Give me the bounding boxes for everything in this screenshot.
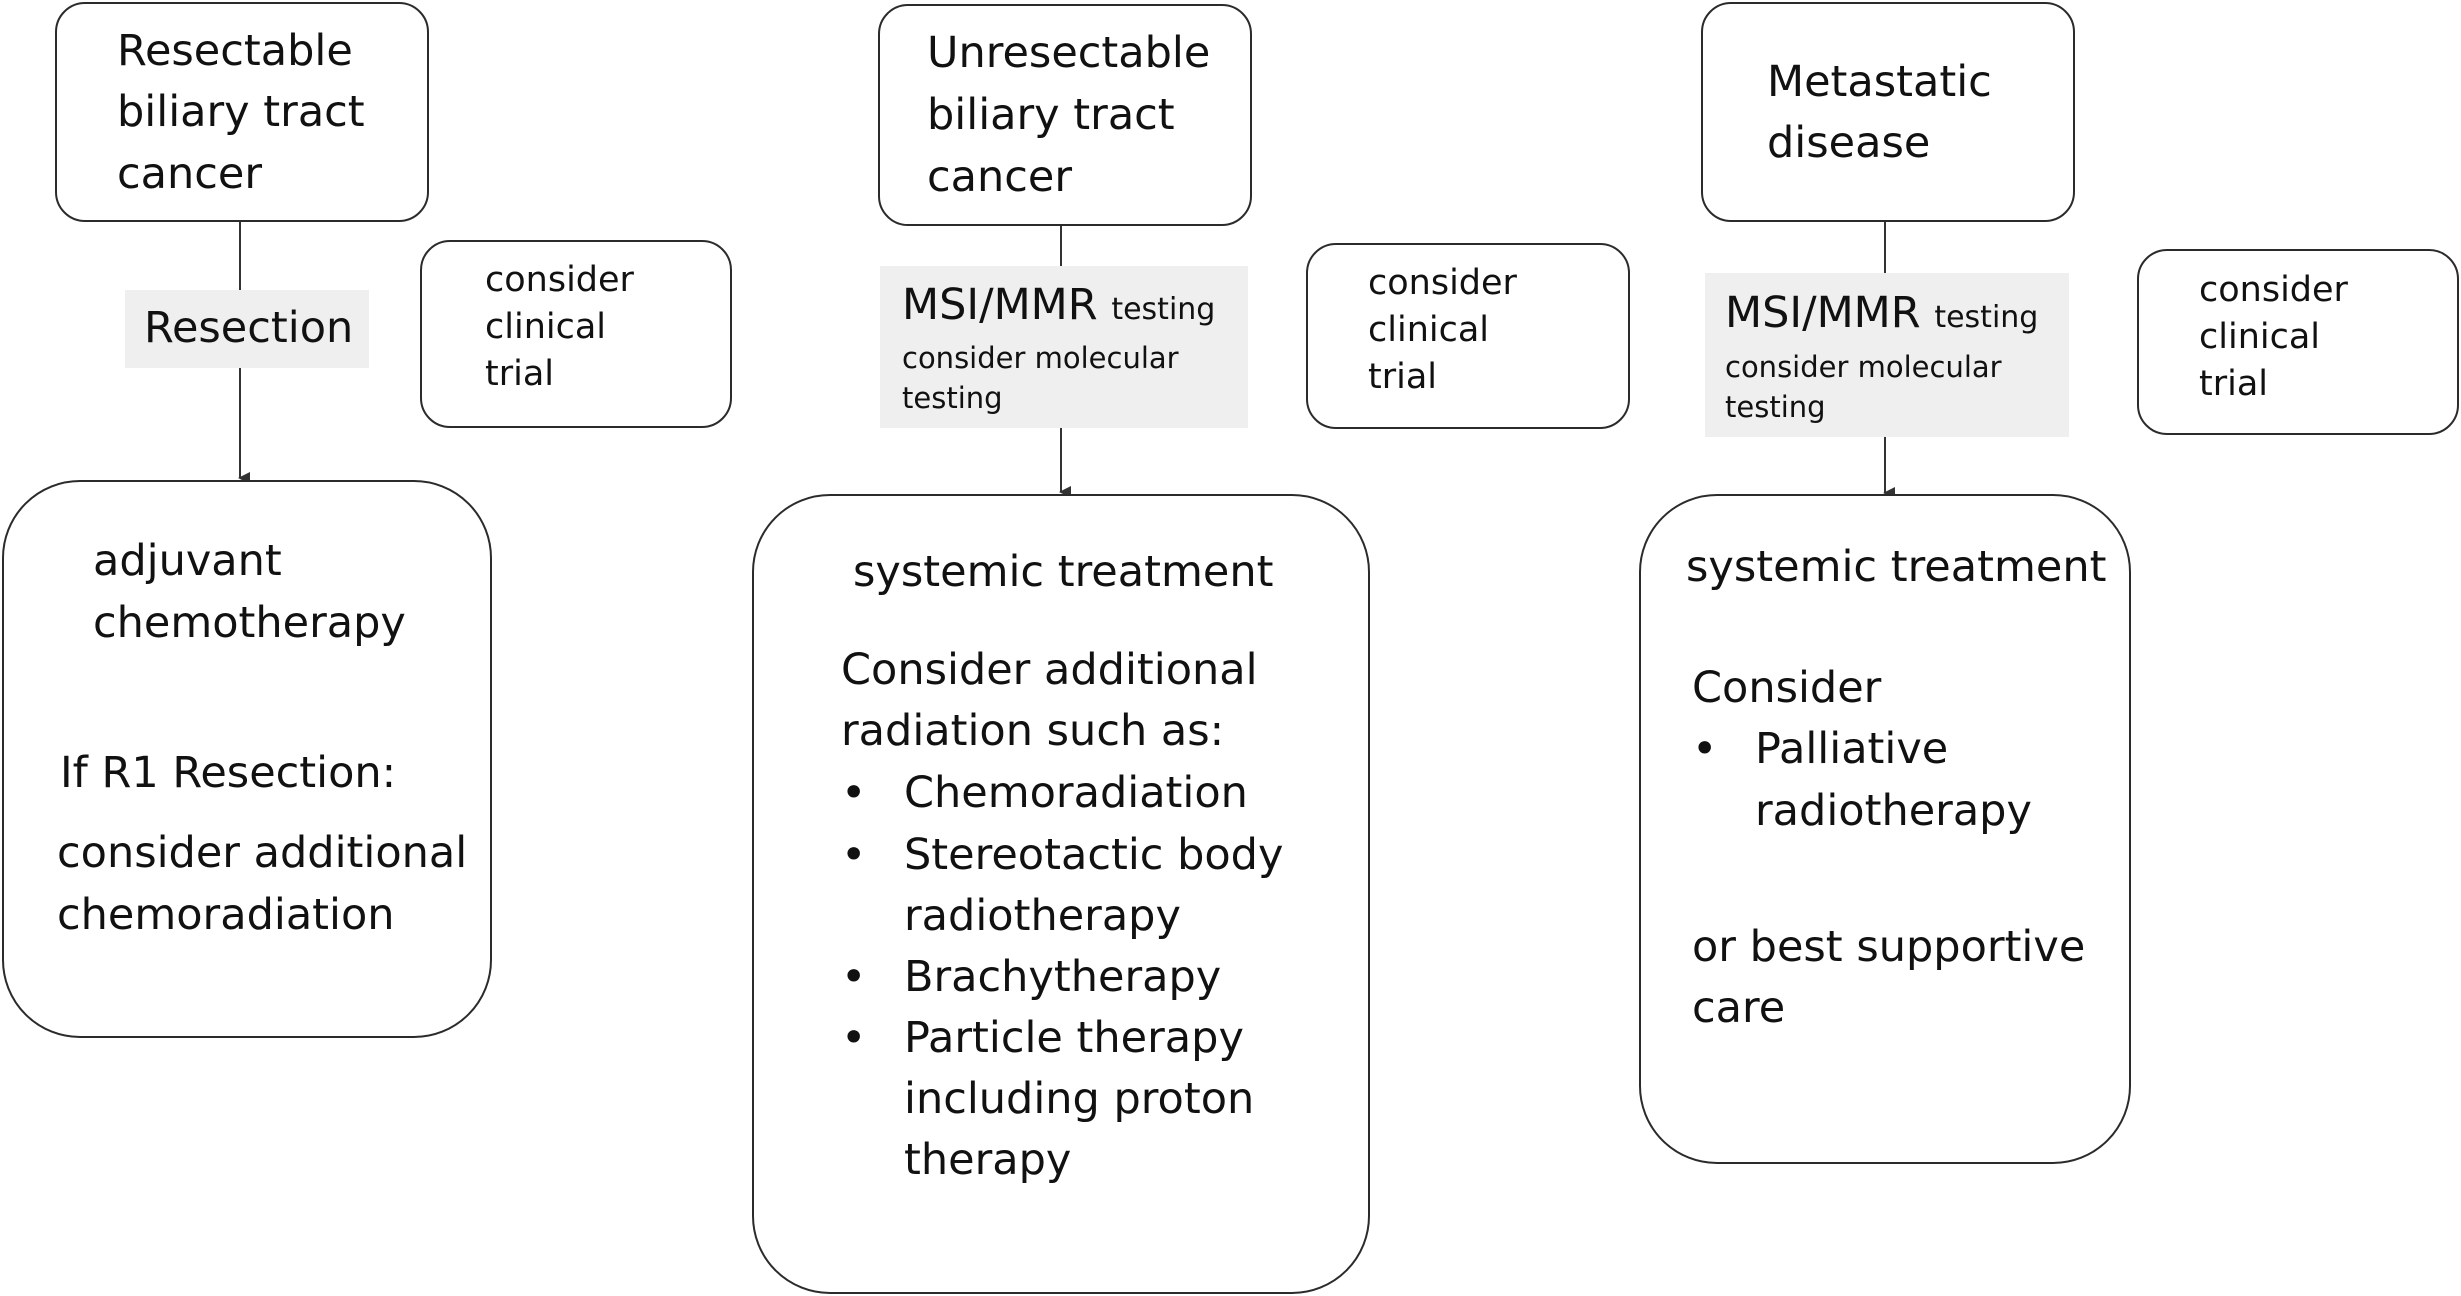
radiation-intro-2: radiation such as: (841, 706, 1225, 756)
resectable-box (55, 2, 429, 222)
clinical-trial-2-line-3: trial (1368, 357, 1438, 397)
bullet-dot: • (841, 768, 867, 818)
clinical-trial-box-1 (420, 240, 732, 428)
adjuvant-heading-2: chemotherapy (93, 598, 406, 648)
bullet-dot: • (841, 952, 867, 1002)
adjuvant-heading-1: adjuvant (93, 536, 282, 586)
metastatic-line-1: Metastatic (1767, 57, 1992, 107)
consider-intro-3: Consider (1692, 663, 1882, 713)
unresectable-line-3: cancer (927, 152, 1073, 202)
r1-action-2: chemoradiation (57, 890, 395, 940)
r1-condition: If R1 Resection: (60, 748, 397, 798)
systemic-heading-2: systemic treatment (853, 547, 1274, 597)
unresectable-box (878, 4, 1252, 226)
supportive-care-1: or best supportive (1692, 922, 2086, 972)
msi-testing-box-2 (880, 266, 1248, 428)
bullet-palliative-2: radiotherapy (1755, 786, 2032, 836)
clinical-trial-2-line-2: clinical (1368, 310, 1490, 350)
resectable-line-1: Resectable (117, 26, 353, 76)
bullet-brachytherapy: Brachytherapy (904, 952, 1222, 1002)
msi-mmr-label: MSI/MMR (1725, 288, 1921, 338)
clinical-trial-3-line-1: consider (2199, 270, 2348, 310)
clinical-trial-1-line-3: trial (485, 354, 555, 394)
msi-testing-3-main: MSI/MMR testing (1725, 282, 2038, 349)
resectable-line-3: cancer (117, 149, 263, 199)
molecular-testing-2-line-1: consider molecular (902, 341, 1179, 375)
bullet-chemoradiation: Chemoradiation (904, 768, 1248, 818)
bullet-sbrt-2: radiotherapy (904, 891, 1181, 941)
clinical-trial-box-3 (2137, 249, 2459, 435)
bullet-dot: • (1692, 724, 1718, 774)
molecular-testing-3-line-1: consider molecular (1725, 350, 2002, 384)
systemic-treatment-box-3 (1639, 494, 2131, 1164)
systemic-treatment-box-2 (752, 494, 1370, 1294)
resection-label-box (125, 290, 369, 368)
bullet-dot: • (841, 830, 867, 880)
testing-suffix: testing (1934, 300, 2039, 335)
adjuvant-box (2, 480, 492, 1038)
metastatic-line-2: disease (1767, 118, 1931, 168)
supportive-care-2: care (1692, 983, 1786, 1033)
msi-testing-box-3 (1705, 273, 2069, 437)
molecular-testing-2-line-2: testing (902, 381, 1003, 415)
bullet-dot: • (841, 1013, 867, 1063)
bullet-particle-1: Particle therapy (904, 1013, 1244, 1063)
bullet-particle-2: including proton (904, 1074, 1255, 1124)
radiation-intro-1: Consider additional (841, 645, 1258, 695)
clinical-trial-3-line-2: clinical (2199, 317, 2321, 357)
clinical-trial-1-line-2: clinical (485, 307, 607, 347)
clinical-trial-2-line-1: consider (1368, 263, 1517, 303)
r1-action-1: consider additional (57, 828, 468, 878)
systemic-heading-3: systemic treatment (1686, 542, 2107, 592)
metastatic-box (1701, 2, 2075, 222)
clinical-trial-1-line-1: consider (485, 260, 634, 300)
clinical-trial-box-2 (1306, 243, 1630, 429)
resectable-line-2: biliary tract (117, 87, 365, 137)
testing-suffix: testing (1111, 292, 1216, 327)
clinical-trial-3-line-3: trial (2199, 364, 2269, 404)
msi-testing-2-main: MSI/MMR testing (902, 274, 1215, 341)
unresectable-line-2: biliary tract (927, 90, 1175, 140)
molecular-testing-3-line-2: testing (1725, 390, 1826, 424)
msi-mmr-label: MSI/MMR (902, 280, 1098, 330)
bullet-sbrt-1: Stereotactic body (904, 830, 1284, 880)
bullet-particle-3: therapy (904, 1135, 1072, 1185)
resection-label: Resection (144, 303, 354, 353)
unresectable-line-1: Unresectable (927, 28, 1211, 78)
bullet-palliative-1: Palliative (1755, 724, 1949, 774)
